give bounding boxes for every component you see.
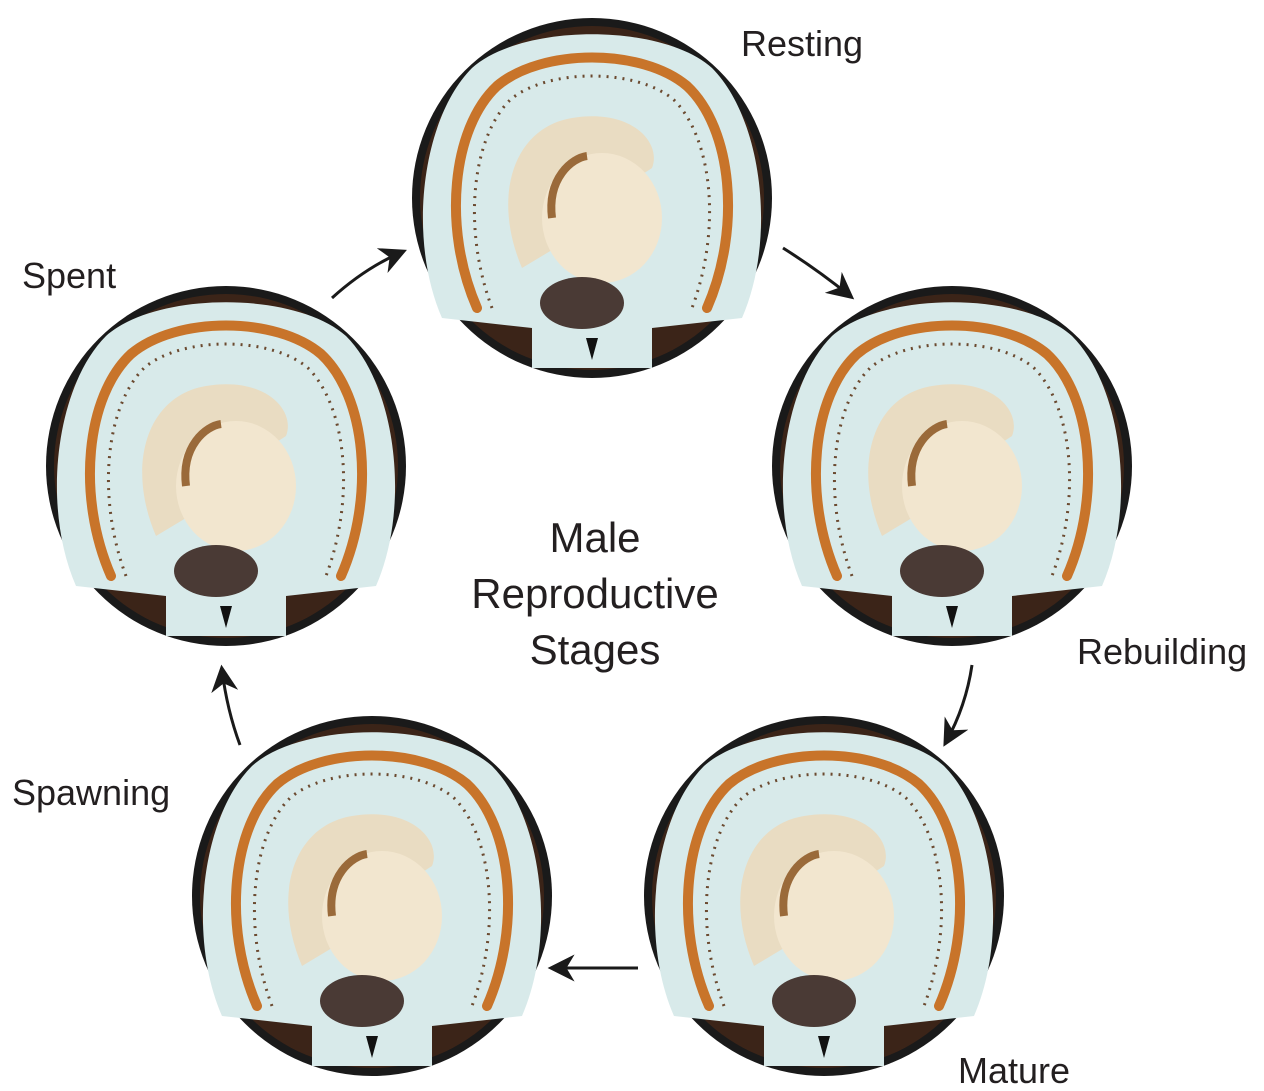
title-line-2: Reproductive (430, 566, 760, 622)
stage-label-spawning: Spawning (12, 775, 170, 811)
stage-label-resting: Resting (741, 26, 863, 62)
diagram-title: Male Reproductive Stages (430, 510, 760, 678)
stage-label-spent: Spent (22, 258, 116, 294)
scallop-image-resting (412, 18, 772, 378)
scallop-image-spent (46, 286, 406, 646)
arrow-resting-to-rebuilding (783, 248, 850, 296)
stage-label-mature: Mature (958, 1053, 1070, 1089)
title-line-1: Male (430, 510, 760, 566)
scallop-image-spawning (192, 716, 552, 1076)
arrow-spawning-to-spent (222, 670, 240, 745)
stage-label-rebuilding: Rebuilding (1077, 634, 1247, 670)
arrow-spent-to-resting (332, 252, 402, 298)
arrow-rebuilding-to-mature (946, 665, 972, 742)
scallop-image-mature (644, 716, 1004, 1076)
scallop-image-rebuilding (772, 286, 1132, 646)
title-line-3: Stages (430, 622, 760, 678)
